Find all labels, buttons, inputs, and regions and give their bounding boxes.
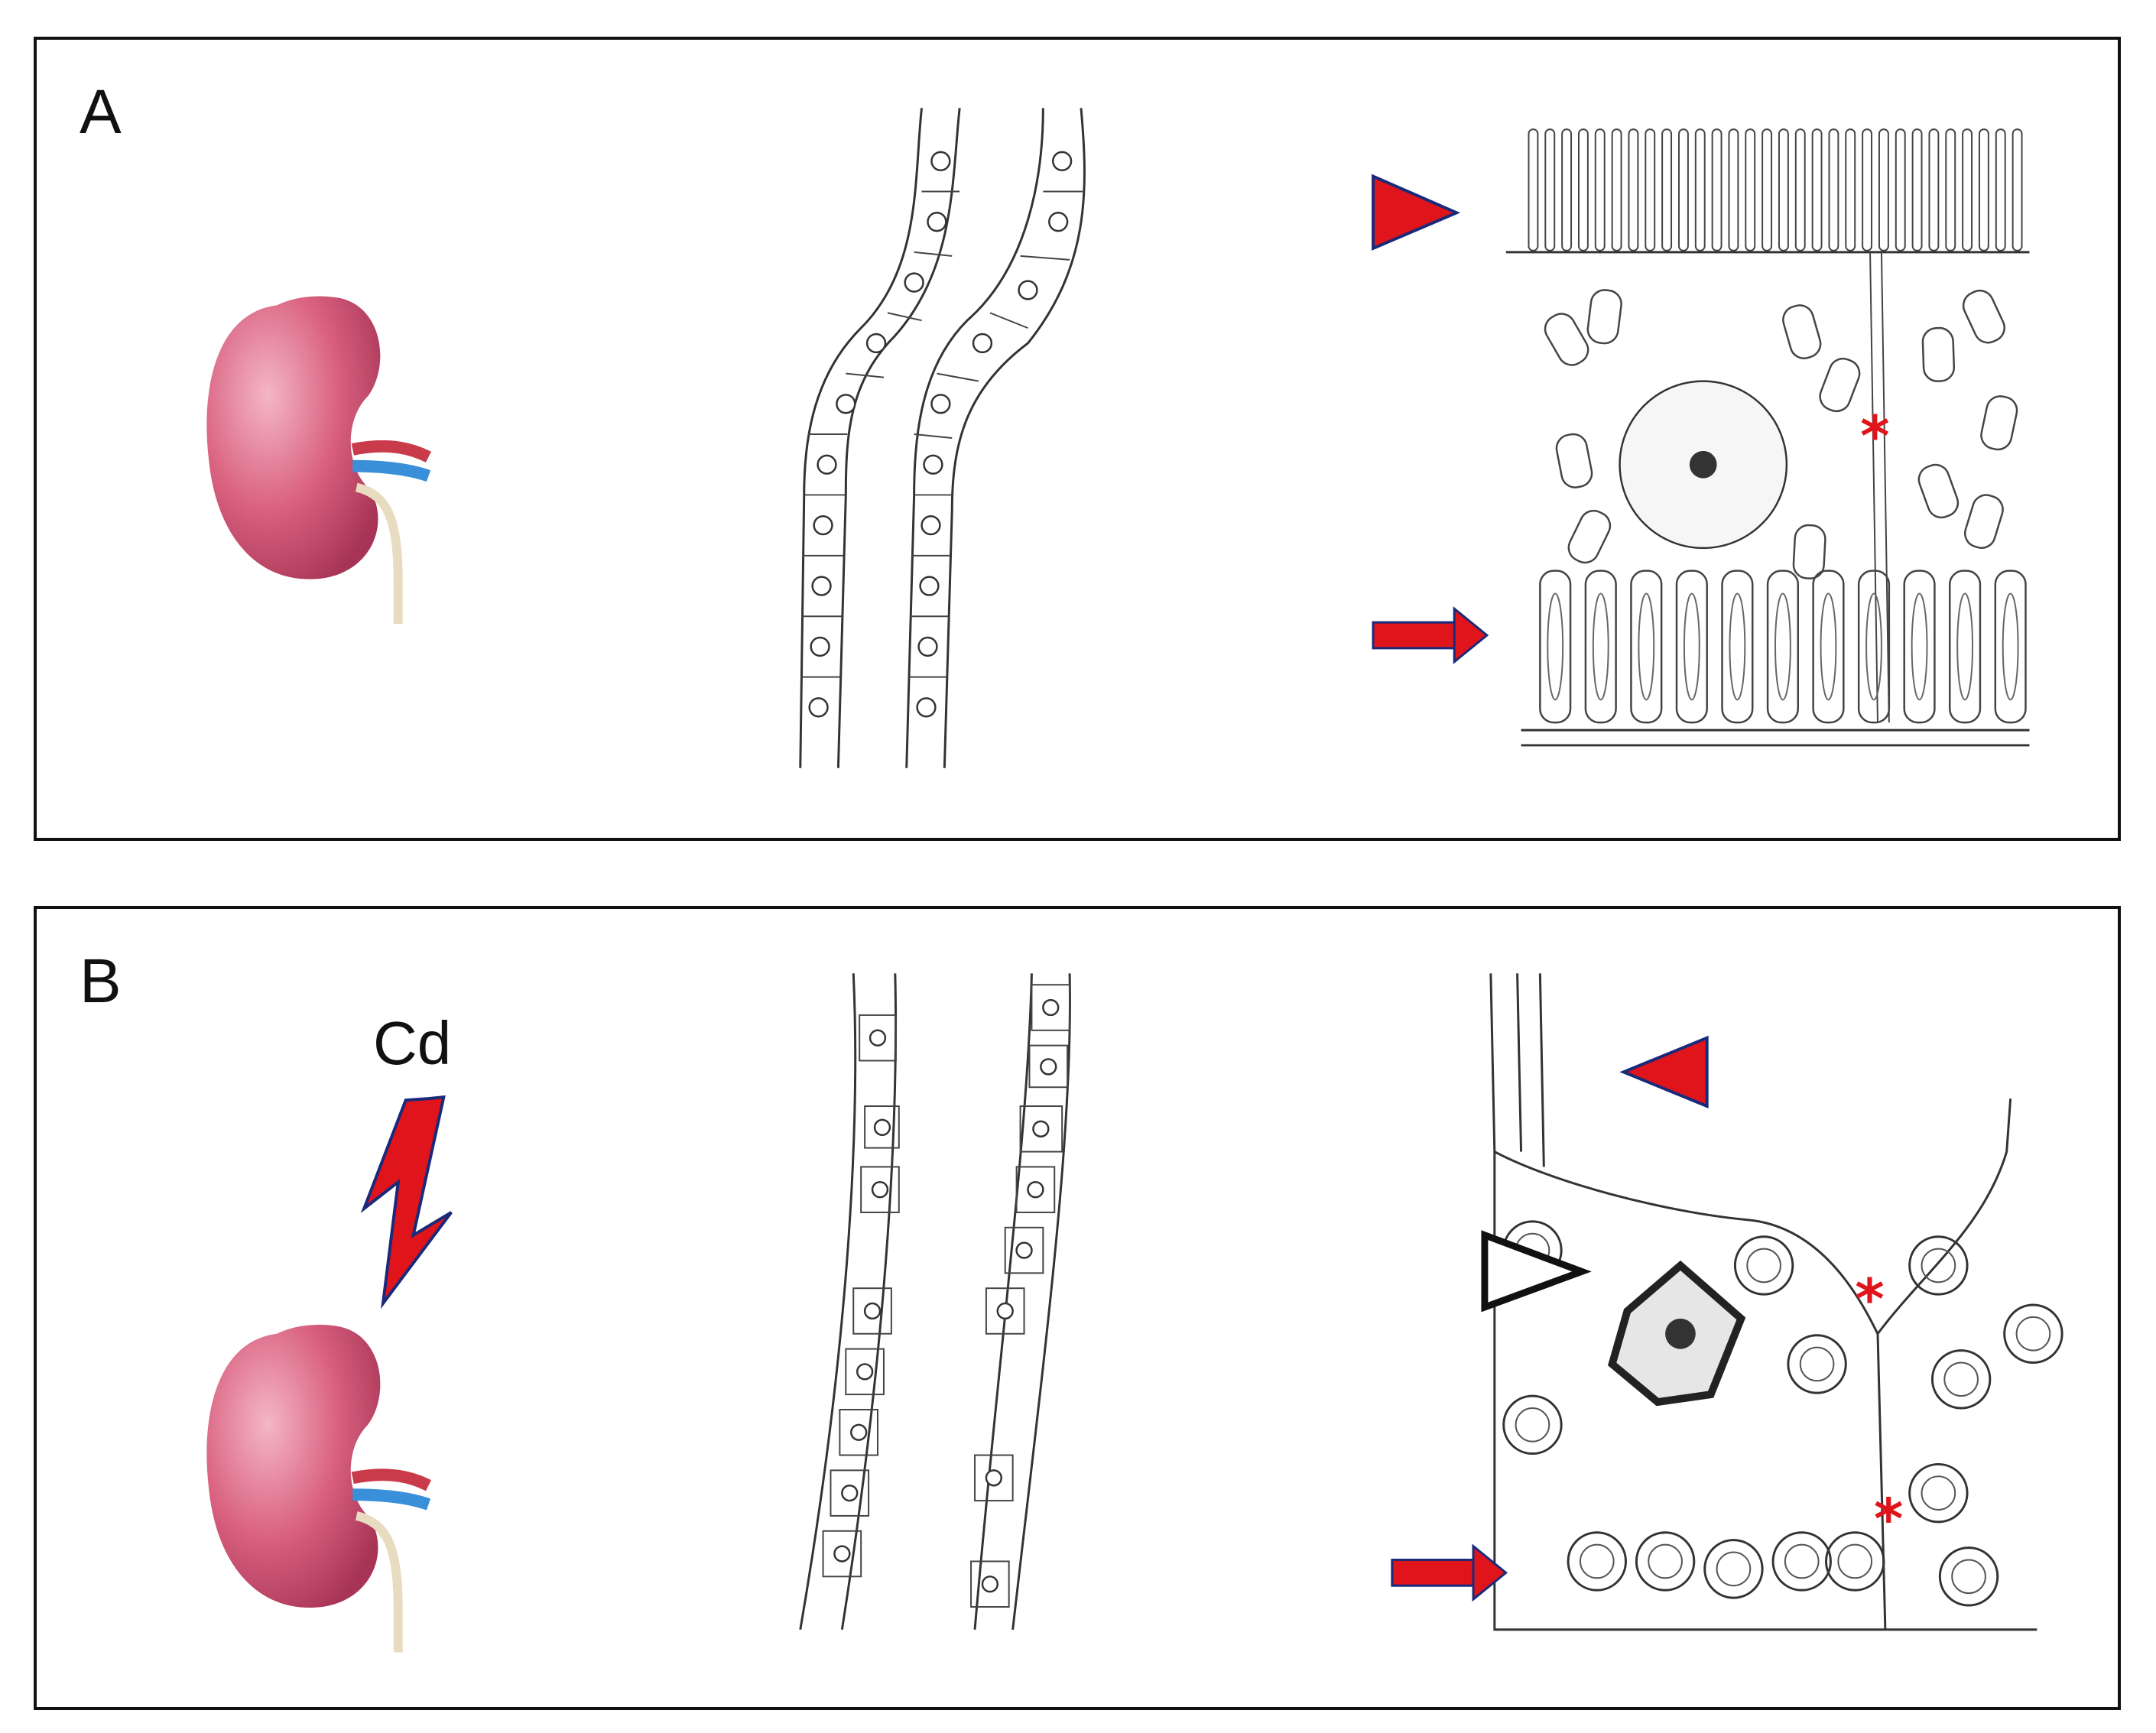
kidney-icon (206, 1324, 432, 1653)
panel-b: B Cd (34, 906, 2121, 1710)
brush-border-arrowhead (1372, 174, 1461, 251)
lightning-bolt-icon (360, 1095, 453, 1309)
panel-a-figure: * (206, 108, 2030, 768)
panel-a: A (34, 37, 2121, 841)
damaged-tubule-section (799, 973, 1071, 1631)
panel-label: A (80, 77, 122, 147)
vacuole-open-arrowhead (1481, 1230, 1592, 1313)
cadmium-label: Cd (373, 1009, 452, 1077)
junction-asterisk-lower: * (1874, 1488, 1903, 1553)
basolateral-arrow (1372, 606, 1489, 664)
brush-border-arrowhead (1619, 1035, 1709, 1108)
tubule-section (799, 108, 1086, 768)
brush-border (1528, 128, 2023, 252)
basolateral-arrow (1391, 1543, 1508, 1602)
kidney-icon (206, 296, 432, 625)
panel-b-figure: * * (206, 973, 2063, 1653)
cell-ultrastructure: * (1372, 128, 2030, 747)
junction-asterisk-upper: * (1855, 1267, 1884, 1332)
damaged-cell-ultrastructure: * * (1391, 973, 2063, 1631)
junction-asterisk: * (1860, 404, 1889, 469)
panel-label: B (80, 946, 122, 1016)
tubule-cells (808, 151, 1073, 718)
